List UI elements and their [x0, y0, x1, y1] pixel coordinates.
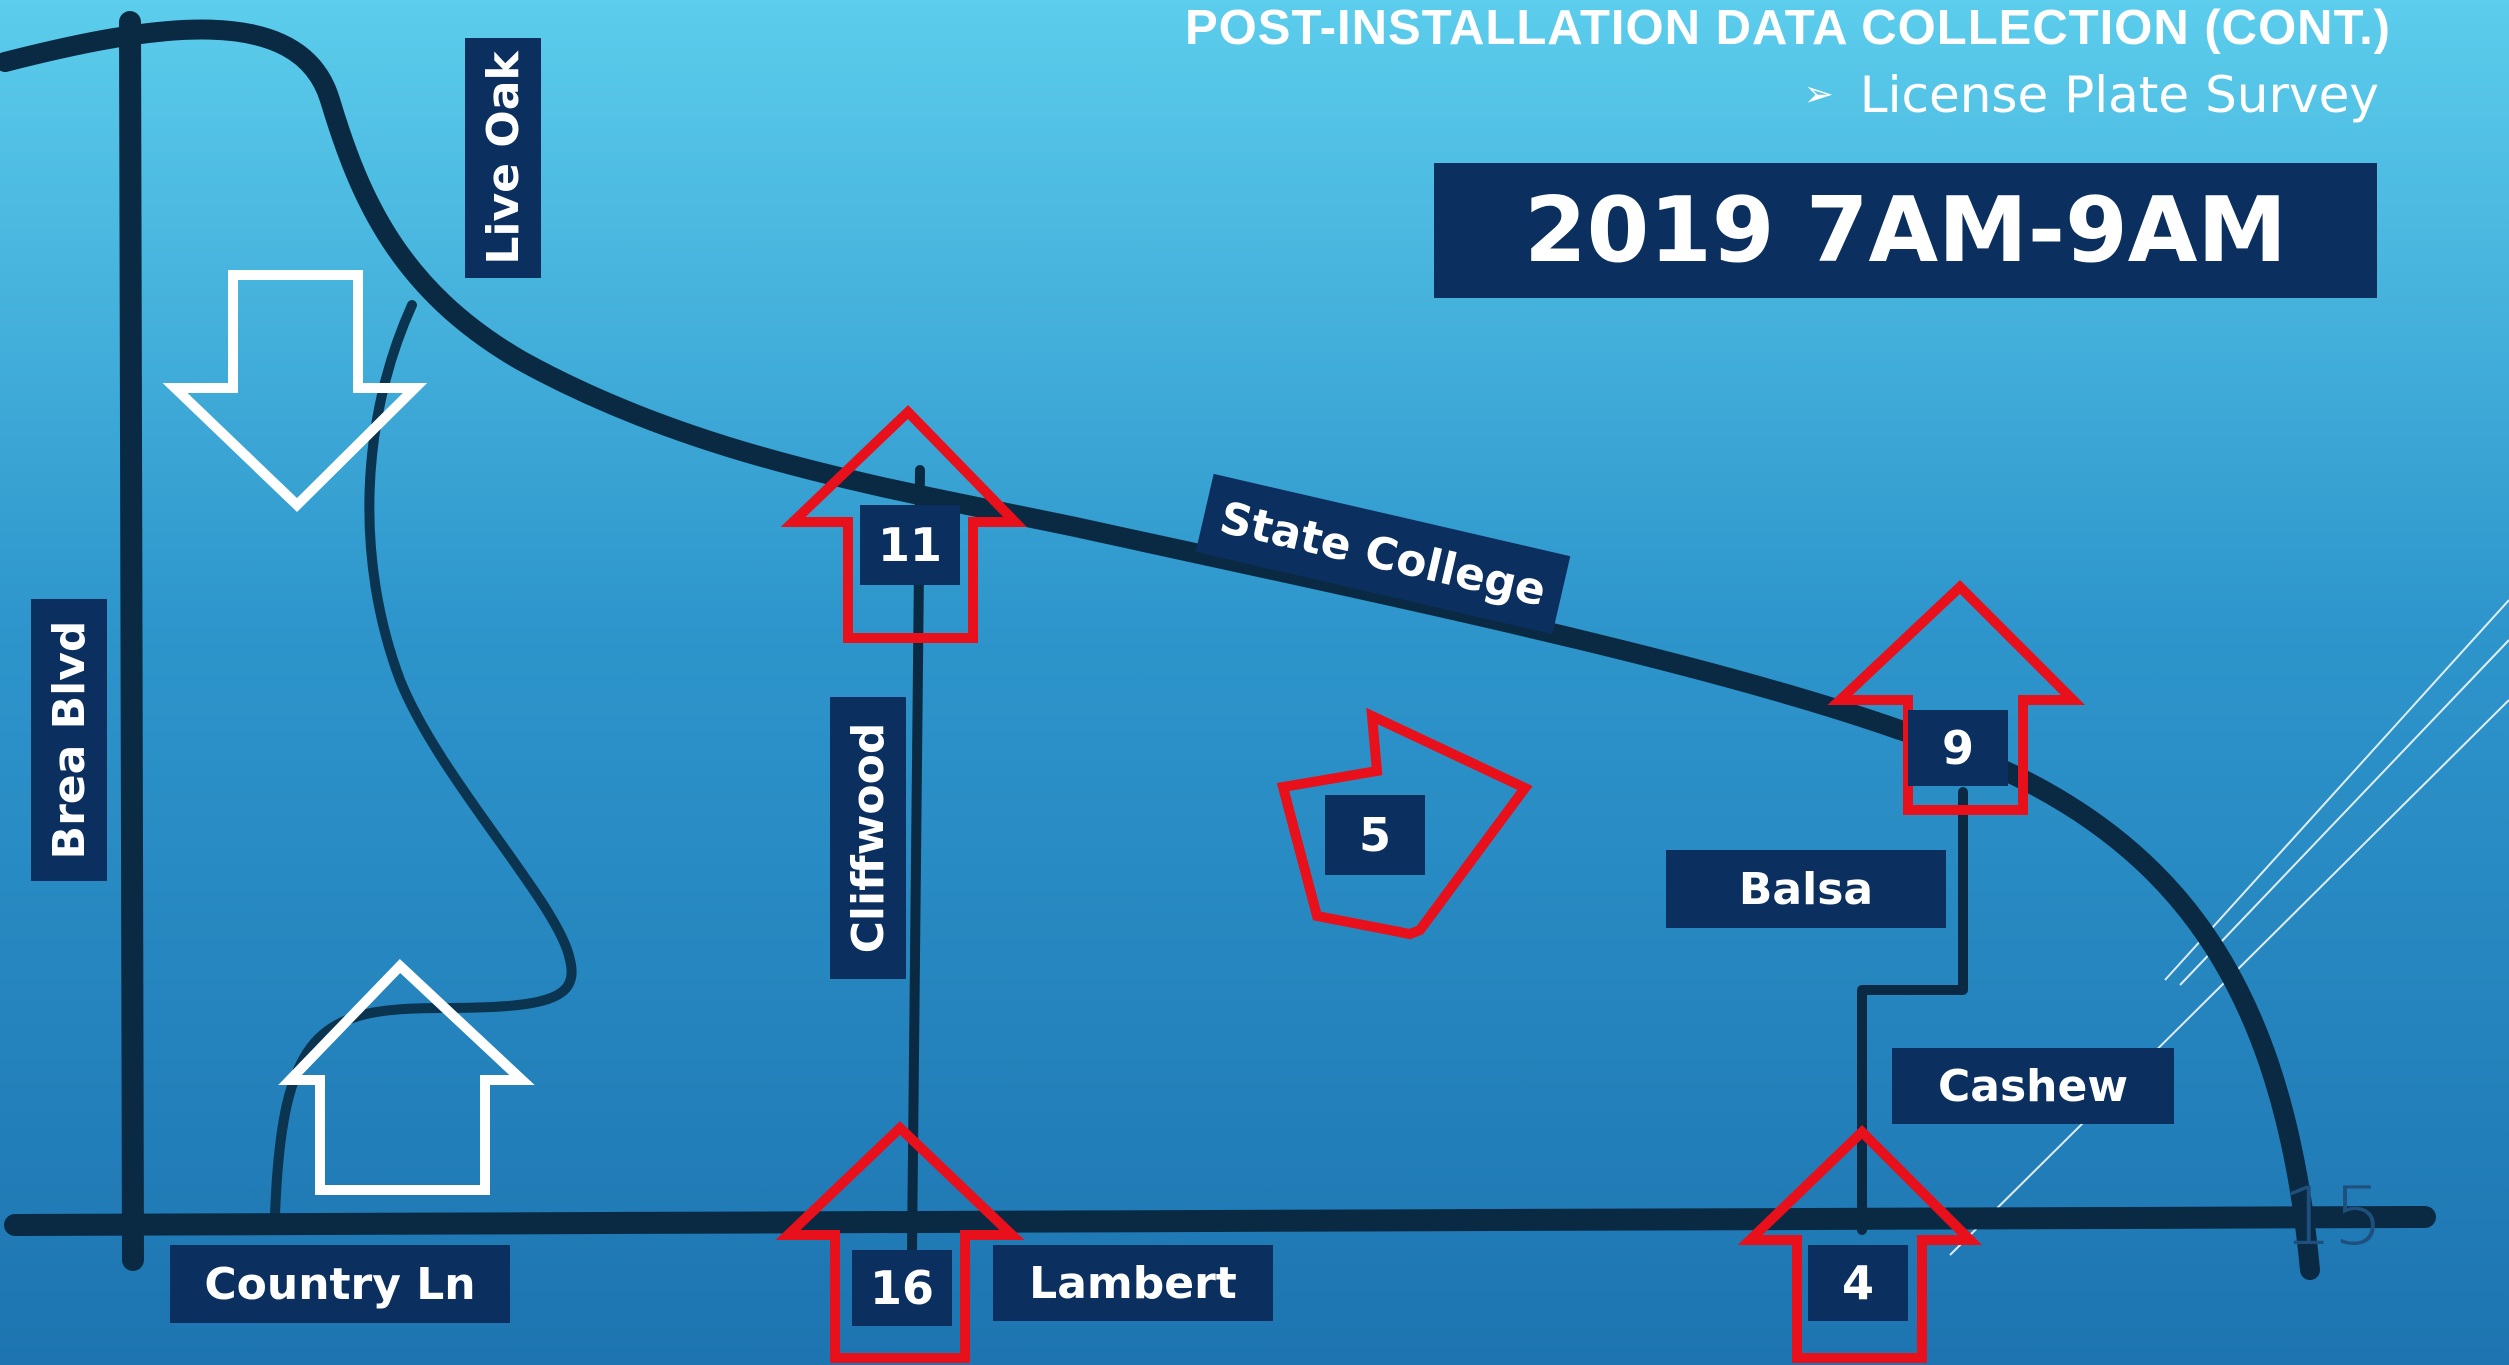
street-label-live-oak: Live Oak	[465, 38, 541, 278]
red-arrow-cashew-south	[1737, 1124, 1983, 1363]
count-cliffwood-north: 11	[860, 505, 960, 585]
balsa-road	[1857, 787, 1968, 1235]
red-arrow-cliffwood-north	[780, 404, 1027, 643]
brea-blvd-road	[119, 11, 144, 1271]
white-arrow-down	[162, 270, 428, 512]
count-balsa-north: 9	[1908, 710, 2008, 786]
lambert-road	[4, 1206, 2436, 1236]
street-label-country-ln: Country Ln	[170, 1245, 510, 1323]
cliffwood-road	[907, 465, 925, 1255]
street-label-balsa: Balsa	[1666, 850, 1946, 928]
street-label-cliffwood: Cliffwood	[830, 697, 906, 979]
red-arrow-cliffwood-south	[775, 1121, 1025, 1363]
red-arrow-balsa-north	[1827, 580, 2086, 815]
street-label-lambert: Lambert	[993, 1245, 1273, 1321]
white-arrow-up	[278, 958, 535, 1195]
slide-header: POST-INSTALLATION DATA COLLECTION (CONT.…	[1185, 0, 2391, 126]
red-arrow-ne	[1276, 707, 1533, 940]
street-label-brea-blvd: Brea Blvd	[31, 599, 107, 881]
slide-subtitle: ➢ License Plate Survey	[1185, 64, 2391, 126]
white-arrows	[162, 270, 535, 1195]
time-period-banner: 2019 7AM-9AM	[1434, 163, 2377, 298]
street-label-cashew: Cashew	[1892, 1048, 2174, 1124]
bullet-arrow-icon: ➢	[1803, 74, 1834, 115]
red-arrows	[775, 404, 2086, 1363]
subtitle-text: License Plate Survey	[1859, 66, 2379, 124]
slide-title: POST-INSTALLATION DATA COLLECTION (CONT.…	[1185, 1, 2391, 55]
page-number: 15	[2282, 1170, 2384, 1263]
count-cashew-south: 4	[1808, 1245, 1908, 1321]
count-cliffwood-south: 16	[852, 1250, 952, 1326]
count-interior-ne: 5	[1325, 795, 1425, 875]
